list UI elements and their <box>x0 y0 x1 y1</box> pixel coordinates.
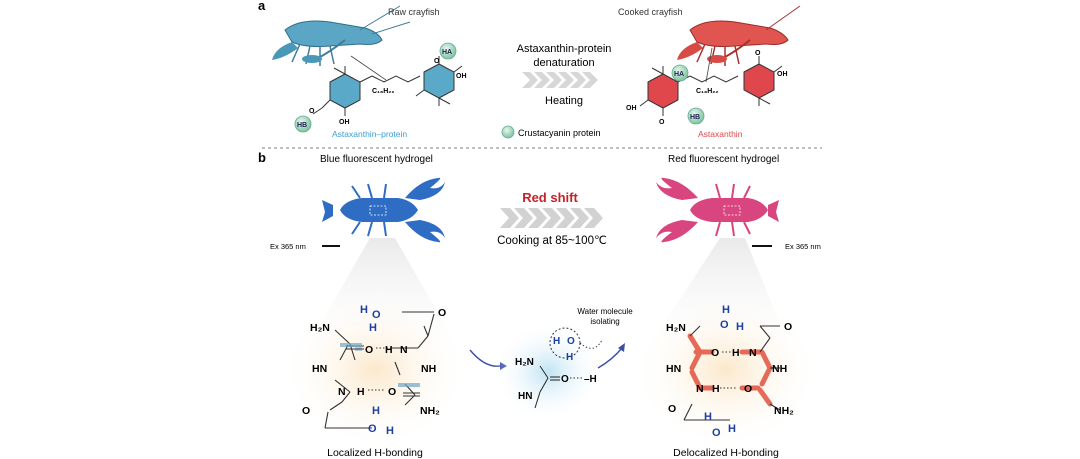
water-isolating-line-2: isolating <box>590 317 619 326</box>
localized-caption: Localized H-bonding <box>327 447 423 459</box>
o-left-top-r: O <box>438 307 446 319</box>
chain-label-left: C₁₈H₂₂ <box>372 88 395 95</box>
o-right-2: O <box>744 383 752 395</box>
water-o-top-right: O <box>720 319 729 331</box>
arrow-to-right-head <box>618 343 625 352</box>
o-label-left-bottom: O <box>309 108 315 115</box>
localized-bond-highlights <box>340 343 420 387</box>
chain-label-right: C₁₈H₂₂ <box>696 88 719 95</box>
localized-hbond-dashes <box>368 347 392 391</box>
oh-label-right-bottom: OH <box>626 105 637 112</box>
oh-label-left-top: OH <box>456 73 467 80</box>
panel-b-label: b <box>258 150 266 165</box>
o-right-top: O <box>784 321 792 333</box>
water-h-bottom-right: H <box>704 411 712 423</box>
astaxanthin-protein-structure <box>294 42 463 133</box>
water-h2-top-right: H <box>736 321 744 333</box>
hb-label-right: HB <box>690 114 700 121</box>
water-h2-bottom-left: H <box>386 425 394 437</box>
delocalized-caption: Delocalized H-bonding <box>673 447 779 459</box>
ex-label-left: Ex 365 nm <box>270 242 306 251</box>
water-h2-bottom-right: H <box>728 423 736 435</box>
cooking-label: Cooking at 85~100℃ <box>497 235 607 247</box>
red-shift-label: Red shift <box>522 190 578 205</box>
hbond-right-1: H <box>732 347 740 359</box>
hbond-left-1: H <box>385 344 393 356</box>
water-h2-top-left: H <box>369 322 377 334</box>
localized-h-bond-structure <box>324 311 435 429</box>
o-label-right-bottom: O <box>659 119 665 126</box>
ha-label-right: HA <box>674 71 684 78</box>
oh-label-left-bottom: OH <box>339 119 350 126</box>
panel-a-label: a <box>258 0 266 13</box>
blue-hydrogel-crayfish <box>322 177 445 243</box>
h2n-right: H₂N <box>666 322 686 334</box>
process-arrow-b <box>500 208 603 228</box>
water-o-top-left: O <box>372 309 381 321</box>
water-o-bottom-right: O <box>712 427 721 439</box>
nh2-left: NH₂ <box>420 405 440 417</box>
oh-label-right-top: OH <box>777 71 788 78</box>
legend-protein-text: Crustacyanin protein <box>518 128 601 138</box>
n-right-2: N <box>696 383 704 395</box>
legend-protein <box>501 125 515 139</box>
process-arrow-a <box>522 72 598 88</box>
glow-left <box>280 290 470 450</box>
water-h2-middle: H <box>566 352 573 363</box>
o-middle: O <box>561 374 569 385</box>
water-h-bottom-left: H <box>372 405 380 417</box>
raw-crayfish-title: Raw crayfish <box>388 7 440 17</box>
delocalized-skeleton <box>683 325 781 421</box>
hbond-left-2: H <box>357 386 365 398</box>
astaxanthin-caption: Astaxanthin <box>698 129 743 139</box>
blue-hydrogel-title: Blue fluorescent hydrogel <box>320 154 433 165</box>
water-h-middle: H <box>553 336 560 347</box>
o-right-1: O <box>711 347 719 359</box>
nh2-right: NH₂ <box>774 405 794 417</box>
water-o-bottom-left: O <box>368 423 377 435</box>
ex-label-right: Ex 365 nm <box>785 242 821 251</box>
o-right-bottom: O <box>668 403 676 415</box>
astaxanthin-structure <box>639 47 783 125</box>
water-isolating-line-1: Water molecule <box>577 307 633 316</box>
glow-middle <box>493 322 603 422</box>
middle-molecule-bonds <box>534 365 560 409</box>
heating-label: Heating <box>545 95 583 107</box>
o-left-1: O <box>365 344 373 356</box>
hn-right: HN <box>666 363 681 375</box>
hn-left: HN <box>312 363 327 375</box>
raw-crayfish-illustration <box>272 5 411 66</box>
hbond-middle: –H <box>584 374 597 385</box>
astaxanthin-protein-caption: Astaxanthin–protein <box>332 129 407 139</box>
water-o-middle: O <box>567 336 575 347</box>
h2n-middle: H₂N <box>515 357 534 368</box>
hb-label-left: HB <box>297 122 307 129</box>
process-line-2: denaturation <box>533 57 594 69</box>
arrow-to-right <box>597 347 623 369</box>
red-hydrogel-crayfish <box>656 177 779 243</box>
hn-middle: HN <box>518 391 532 402</box>
n-right-1: N <box>749 347 757 359</box>
cooked-crayfish-title: Cooked crayfish <box>618 7 683 17</box>
o-label-left-top: O <box>434 58 440 65</box>
ha-label-left: HA <box>442 49 452 56</box>
water-h-top-right: H <box>722 304 730 316</box>
hbond-right-2: H <box>712 383 720 395</box>
h2n-left: H₂N <box>310 322 330 334</box>
glow-right <box>631 290 821 450</box>
red-hydrogel-title: Red fluorescent hydrogel <box>668 154 779 165</box>
nh-left: NH <box>421 363 436 375</box>
delocalized-hbond-dashes <box>720 351 738 389</box>
o-left-bottom: O <box>302 405 310 417</box>
n-left-2: N <box>338 386 346 398</box>
nh-right: NH <box>772 363 787 375</box>
process-line-1: Astaxanthin-protein <box>517 43 612 55</box>
o-label-right-top: O <box>755 50 761 57</box>
cooked-crayfish-illustration <box>677 5 801 66</box>
o-left-2: O <box>388 386 396 398</box>
n-left-1: N <box>400 344 408 356</box>
water-h-top-left: H <box>360 304 368 316</box>
